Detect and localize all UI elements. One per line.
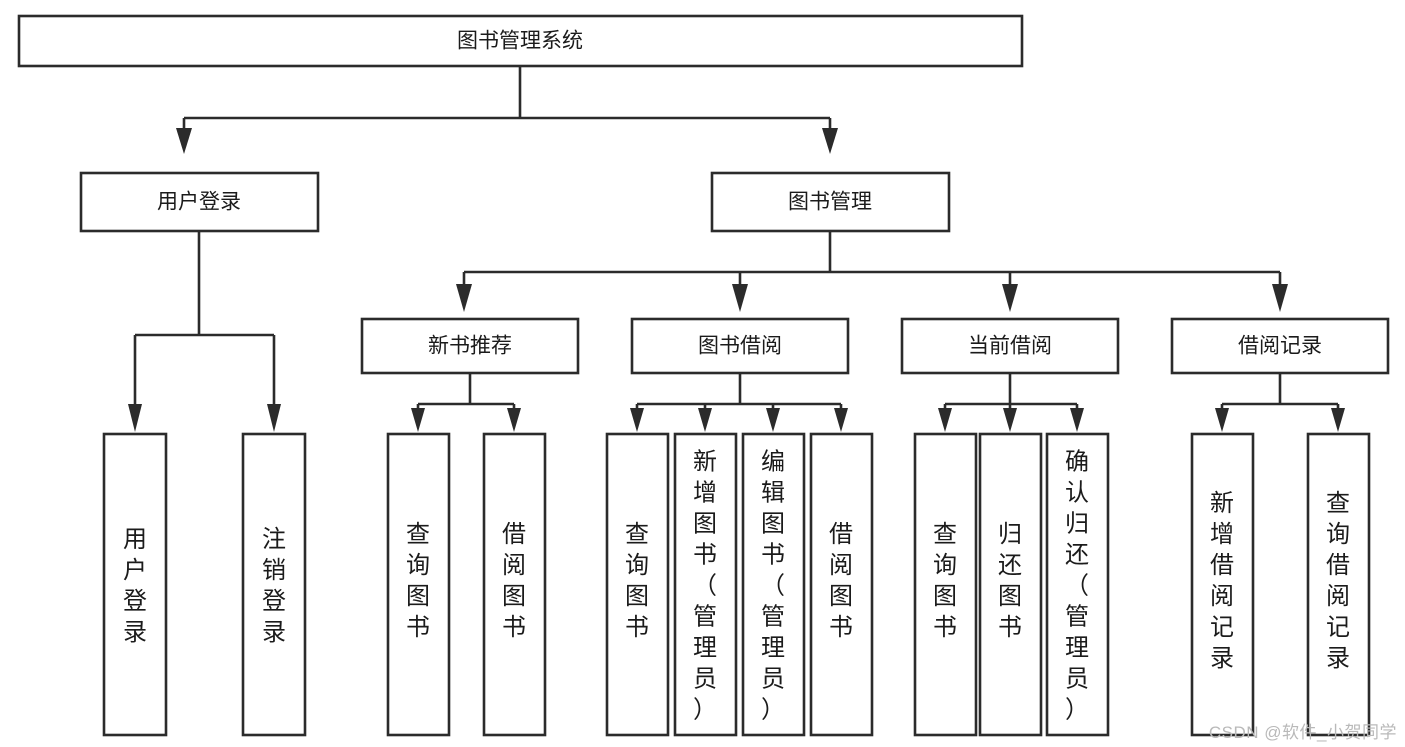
- connector-group-book-borrow: [630, 373, 848, 432]
- node-box: [1190, 432, 1255, 737]
- leaf-node-query-book-cb[interactable]: 查询图书: [913, 432, 978, 737]
- node-box: [1306, 432, 1371, 737]
- leaf-node-logout[interactable]: 注销登录: [241, 432, 307, 737]
- node-current-borrow[interactable]: 当前借阅: [900, 317, 1120, 375]
- node-label-vertical: 借阅图书: [829, 521, 853, 641]
- node-label: 图书管理系统: [457, 30, 583, 53]
- node-label-vertical: 用户登录: [123, 526, 147, 646]
- leaf-node-query-book-bb[interactable]: 查询图书: [605, 432, 670, 737]
- node-box: [710, 171, 951, 233]
- leaf-node-query-borrow-record[interactable]: 查询借阅记录: [1306, 432, 1371, 737]
- node-book-management[interactable]: 图书管理: [710, 171, 951, 233]
- connector-group-new-book-recommend: [411, 373, 521, 432]
- leaf-node-borrow-book-bb[interactable]: 借阅图书: [809, 432, 874, 737]
- node-box: [17, 14, 1024, 68]
- arrow-head-icon: [1070, 408, 1084, 432]
- leaf-node-add-book-admin[interactable]: 新增图书（管理员）: [673, 432, 738, 737]
- arrow-head-icon: [822, 128, 838, 154]
- node-label: 图书借阅: [698, 335, 782, 358]
- leaf-node-add-borrow-record[interactable]: 新增借阅记录: [1190, 432, 1255, 737]
- node-book-borrow[interactable]: 图书借阅: [630, 317, 850, 375]
- node-label: 当前借阅: [968, 335, 1052, 358]
- node-box: [913, 432, 978, 737]
- leaf-node-edit-book-admin[interactable]: 编辑图书（管理员）: [741, 432, 806, 737]
- node-box: [741, 432, 806, 737]
- connector-group-root: [176, 66, 838, 154]
- arrow-head-icon: [456, 284, 472, 312]
- node-user-login[interactable]: 用户登录: [79, 171, 320, 233]
- arrow-head-icon: [267, 404, 281, 432]
- arrow-head-icon: [1215, 408, 1229, 432]
- node-root-system[interactable]: 图书管理系统: [17, 14, 1024, 68]
- node-label-vertical: 查询图书: [406, 521, 430, 641]
- node-label-vertical: 查询图书: [625, 521, 649, 641]
- node-box: [1045, 432, 1110, 737]
- node-label-vertical: 归还图书: [998, 521, 1022, 641]
- node-label-vertical: 注销登录: [262, 526, 286, 646]
- connector-group-book-mgmt: [456, 231, 1288, 312]
- arrow-head-icon: [698, 408, 712, 432]
- arrow-head-icon: [834, 408, 848, 432]
- node-label: 用户登录: [157, 191, 241, 214]
- node-borrow-record[interactable]: 借阅记录: [1170, 317, 1390, 375]
- arrow-head-icon: [1331, 408, 1345, 432]
- arrow-head-icon: [1002, 284, 1018, 312]
- node-new-book-recommend[interactable]: 新书推荐: [360, 317, 580, 375]
- leaf-node-return-book[interactable]: 归还图书: [978, 432, 1043, 737]
- node-label-vertical: 查询图书: [933, 521, 957, 641]
- arrow-head-icon: [1003, 408, 1017, 432]
- node-label-vertical: 新增图书（管理员）: [693, 449, 717, 724]
- node-box: [1170, 317, 1390, 375]
- node-box: [79, 171, 320, 233]
- watermark-text: CSDN @软件_小贺同学: [1208, 723, 1397, 742]
- node-label-vertical: 新增借阅记录: [1210, 490, 1234, 672]
- leaf-node-confirm-return-admin[interactable]: 确认归还（管理员）: [1045, 432, 1110, 737]
- node-box: [360, 317, 580, 375]
- arrow-head-icon: [1272, 284, 1288, 312]
- node-box: [241, 432, 307, 737]
- node-box: [809, 432, 874, 737]
- arrow-head-icon: [630, 408, 644, 432]
- node-box: [900, 317, 1120, 375]
- arrow-head-icon: [766, 408, 780, 432]
- leaf-node-borrow-book-nb[interactable]: 借阅图书: [482, 432, 547, 737]
- arrow-head-icon: [128, 404, 142, 432]
- connector-group-current-borrow: [938, 373, 1084, 432]
- connector-group-borrow-record: [1215, 373, 1345, 432]
- leaf-node-user-login[interactable]: 用户登录: [102, 432, 168, 737]
- node-box: [630, 317, 850, 375]
- node-label-vertical: 确认归还（管理员）: [1065, 449, 1089, 724]
- node-box: [978, 432, 1043, 737]
- node-box: [673, 432, 738, 737]
- node-box: [605, 432, 670, 737]
- arrow-head-icon: [732, 284, 748, 312]
- node-label: 新书推荐: [428, 335, 512, 358]
- node-label: 图书管理: [788, 191, 872, 214]
- node-box: [482, 432, 547, 737]
- arrow-head-icon: [507, 408, 521, 432]
- node-box: [102, 432, 168, 737]
- arrow-head-icon: [938, 408, 952, 432]
- node-label-vertical: 借阅图书: [502, 521, 526, 641]
- arrow-head-icon: [411, 408, 425, 432]
- node-label-vertical: 编辑图书（管理员）: [761, 449, 785, 724]
- arrow-head-icon: [176, 128, 192, 154]
- node-box: [386, 432, 451, 737]
- leaf-node-query-book-nb[interactable]: 查询图书: [386, 432, 451, 737]
- node-label: 借阅记录: [1238, 335, 1322, 358]
- connector-group-user-login: [128, 231, 281, 432]
- node-label-vertical: 查询借阅记录: [1326, 490, 1350, 672]
